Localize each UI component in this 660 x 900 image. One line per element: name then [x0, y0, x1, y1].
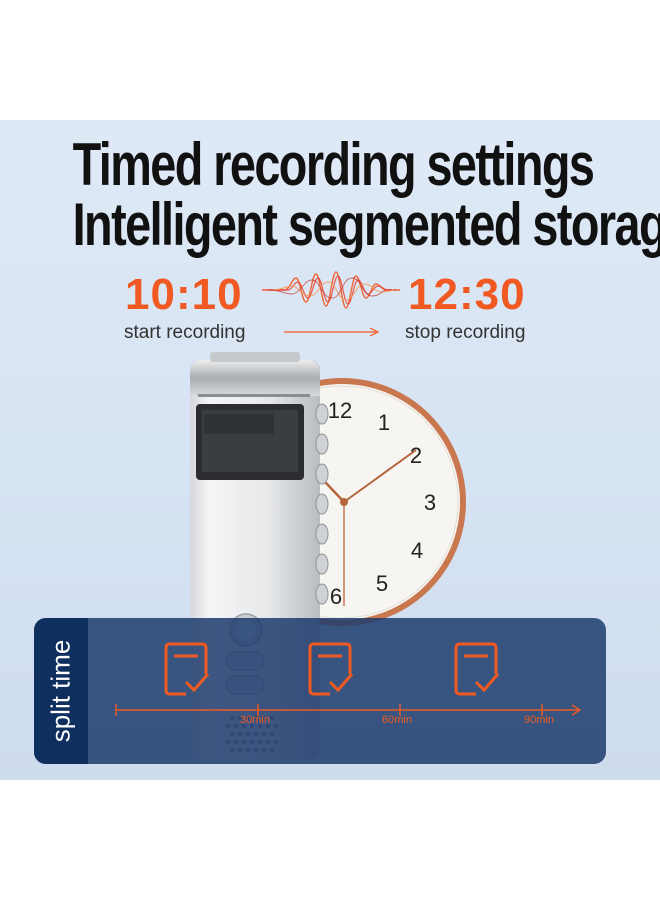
- clock-numeral-3: 3: [424, 490, 436, 515]
- tick-label-60min: 60min: [382, 714, 412, 726]
- clock-numeral-4: 4: [411, 538, 423, 563]
- stop-time: 12:30: [408, 270, 526, 319]
- split-time-label: split time: [45, 639, 76, 743]
- clock-numeral-2: 2: [410, 443, 422, 468]
- arrow-right-icon: [284, 327, 380, 337]
- tick-label-90min: 90min: [524, 714, 554, 726]
- document-check-icon: [164, 642, 210, 696]
- product-banner: Timed recording settings Intelligent seg…: [0, 120, 660, 780]
- stop-caption: stop recording: [405, 322, 526, 343]
- clock-numeral-6: 6: [330, 584, 342, 609]
- clock-numeral-12: 12: [328, 398, 352, 423]
- headline-line-1: Timed recording settings: [72, 131, 595, 198]
- tick-label-30min: 30min: [240, 714, 270, 726]
- clock-numeral-1: 1: [378, 410, 390, 435]
- document-check-icon: [308, 642, 354, 696]
- sound-wave-icon: [262, 271, 400, 309]
- split-time-tab: split time: [34, 618, 88, 764]
- split-timeline: [115, 642, 582, 716]
- split-time-panel: split time: [34, 618, 606, 764]
- timeline-axis: [115, 704, 582, 716]
- document-check-icon: [454, 642, 500, 696]
- clock-numeral-5: 5: [376, 571, 388, 596]
- headline-line-2: Intelligent segmented storage: [72, 191, 660, 258]
- start-caption: start recording: [124, 322, 246, 343]
- start-time: 10:10: [125, 270, 243, 319]
